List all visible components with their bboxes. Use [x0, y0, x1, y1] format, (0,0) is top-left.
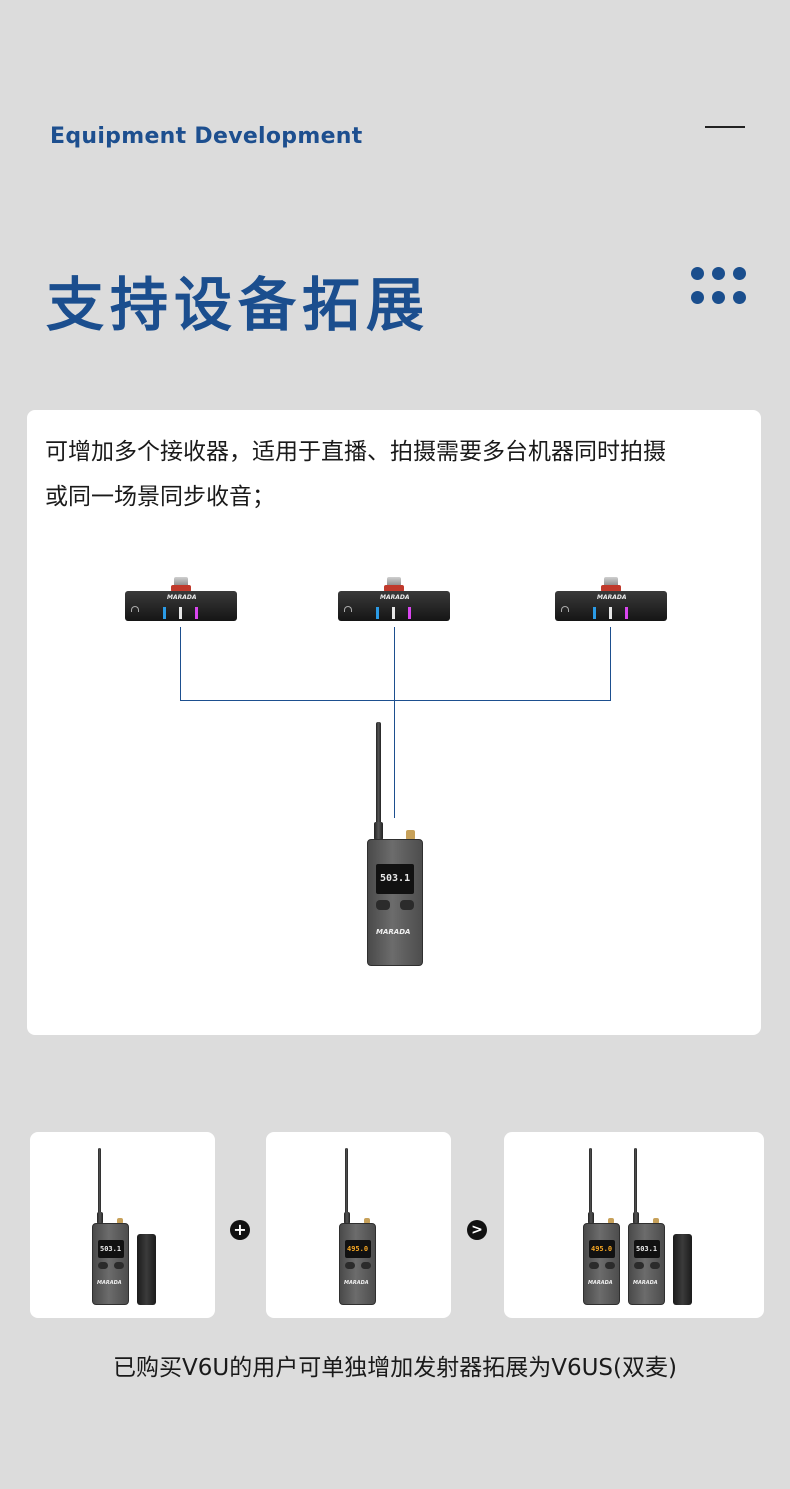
- transmitter-brand: MARADA: [344, 1280, 369, 1286]
- led-white: [179, 607, 182, 619]
- mic-jack: [117, 1218, 123, 1224]
- wire-left: [180, 627, 181, 701]
- led-blue: [163, 607, 166, 619]
- frequency-readout: 503.1: [380, 873, 411, 884]
- led-pink: [408, 607, 411, 619]
- combo-transmitter-4: 503.1 MARADA: [628, 1148, 666, 1306]
- transmitter-body: 503.1 MARADA: [367, 839, 423, 966]
- transmitter-brand: MARADA: [588, 1280, 613, 1286]
- led-blue: [376, 607, 379, 619]
- led-pink: [195, 607, 198, 619]
- headphone-icon: [561, 606, 569, 612]
- receiver-body: MARADA: [555, 591, 667, 621]
- antenna: [634, 1148, 637, 1216]
- antenna: [376, 722, 381, 828]
- expansion-caption: 已购买V6U的用户可单独增加发射器拓展为V6US(双麦): [113, 1355, 677, 1381]
- receiver-body: MARADA: [125, 591, 237, 621]
- lcd-screen: 495.0: [589, 1240, 615, 1258]
- transmitter-body: 495.0 MARADA: [583, 1223, 620, 1305]
- combo-transmitter-2: 495.0 MARADA: [339, 1148, 377, 1306]
- combo-receiver-1: [137, 1234, 156, 1305]
- receiver-brand: MARADA: [597, 594, 627, 601]
- headphone-icon: [131, 606, 139, 612]
- lcd-screen: 503.1: [98, 1240, 124, 1258]
- combo-receiver-2: [673, 1234, 692, 1305]
- lcd-screen: 503.1: [376, 864, 414, 894]
- page-title: 支持设备拓展: [46, 271, 431, 339]
- receiver-device-1: MARADA: [125, 577, 237, 621]
- lcd-screen: 495.0: [345, 1240, 371, 1258]
- mic-jack: [608, 1218, 614, 1224]
- receiver-body: MARADA: [338, 591, 450, 621]
- plug-collar: [171, 585, 191, 592]
- frequency-readout: 495.0: [347, 1245, 369, 1253]
- description-line-2: 或同一场景同步收音；: [45, 484, 275, 510]
- antenna: [345, 1148, 348, 1216]
- transmitter-device: 503.1 MARADA: [366, 722, 424, 967]
- transmitter-brand: MARADA: [376, 928, 411, 936]
- transmitter-brand: MARADA: [633, 1280, 658, 1286]
- antenna-base: [97, 1212, 103, 1224]
- subtitle-english: Equipment Development: [50, 124, 363, 149]
- antenna-base: [588, 1212, 594, 1224]
- right-button: [605, 1262, 615, 1269]
- mic-jack: [364, 1218, 370, 1224]
- description-text: 可增加多个接收器，适用于直播、拍摄需要多台机器同时拍摄 或同一场景同步收音；: [45, 430, 755, 520]
- left-button: [376, 900, 390, 910]
- left-button: [634, 1262, 644, 1269]
- headphone-icon: [344, 606, 352, 612]
- led-blue: [593, 607, 596, 619]
- mic-jack: [653, 1218, 659, 1224]
- combo-transmitter-3: 495.0 MARADA: [583, 1148, 621, 1306]
- mic-jack: [406, 830, 415, 840]
- frequency-readout: 503.1: [100, 1245, 122, 1253]
- description-line-1: 可增加多个接收器，适用于直播、拍摄需要多台机器同时拍摄: [45, 439, 666, 465]
- antenna: [589, 1148, 592, 1216]
- wire-horizontal: [180, 700, 611, 701]
- receiver-brand: MARADA: [167, 594, 197, 601]
- dots-grid-icon: [690, 266, 748, 308]
- led-white: [392, 607, 395, 619]
- plug-collar: [384, 585, 404, 592]
- usb-c-plug: [604, 577, 618, 586]
- usb-c-plug: [387, 577, 401, 586]
- plus-icon: +: [230, 1220, 250, 1240]
- antenna-base: [633, 1212, 639, 1224]
- decorative-dash: [705, 126, 745, 128]
- wire-center: [394, 627, 395, 818]
- right-button: [650, 1262, 660, 1269]
- right-button: [400, 900, 414, 910]
- transmitter-body: 503.1 MARADA: [628, 1223, 665, 1305]
- transmitter-body: 503.1 MARADA: [92, 1223, 129, 1305]
- plug-collar: [601, 585, 621, 592]
- led-pink: [625, 607, 628, 619]
- receiver-brand: MARADA: [380, 594, 410, 601]
- lcd-screen: 503.1: [634, 1240, 660, 1258]
- left-button: [98, 1262, 108, 1269]
- antenna-base: [374, 822, 383, 840]
- frequency-readout: 495.0: [591, 1245, 613, 1253]
- left-button: [589, 1262, 599, 1269]
- antenna-base: [344, 1212, 350, 1224]
- right-button: [114, 1262, 124, 1269]
- arrow-right-icon: >: [467, 1220, 487, 1240]
- left-button: [345, 1262, 355, 1269]
- receiver-device-2: MARADA: [338, 577, 450, 621]
- transmitter-body: 495.0 MARADA: [339, 1223, 376, 1305]
- led-white: [609, 607, 612, 619]
- antenna: [98, 1148, 101, 1216]
- transmitter-brand: MARADA: [97, 1280, 122, 1286]
- combo-transmitter-1: 503.1 MARADA: [92, 1148, 130, 1306]
- wire-right: [610, 627, 611, 701]
- right-button: [361, 1262, 371, 1269]
- frequency-readout: 503.1: [636, 1245, 658, 1253]
- receiver-device-3: MARADA: [555, 577, 667, 621]
- usb-c-plug: [174, 577, 188, 586]
